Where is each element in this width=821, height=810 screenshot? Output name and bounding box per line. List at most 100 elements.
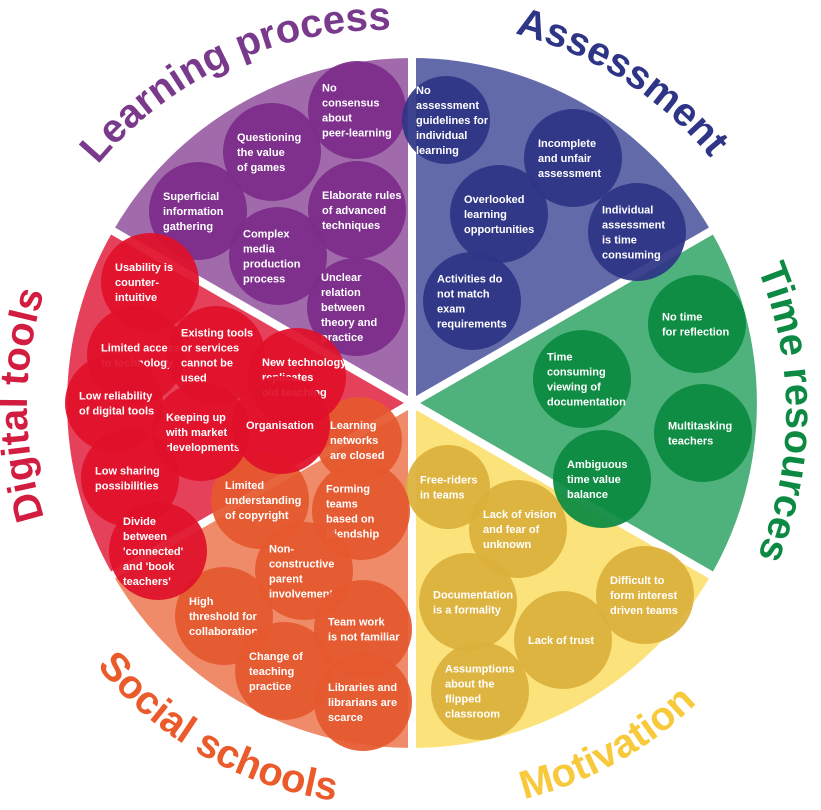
bubble-circle bbox=[235, 622, 333, 720]
bubble-circle bbox=[533, 330, 631, 428]
bubble-motivation-4: Lack of trust bbox=[514, 591, 612, 689]
bubble-circle bbox=[314, 580, 412, 678]
bubble-circle bbox=[423, 252, 521, 350]
bubble-circle bbox=[223, 103, 321, 201]
bubble-circle bbox=[648, 275, 746, 373]
bubble-circle bbox=[211, 451, 309, 549]
label-digital-tools: Digital tools bbox=[0, 283, 53, 527]
bubble-circle bbox=[316, 397, 402, 483]
bubble-circle bbox=[308, 61, 406, 159]
bubble-circle bbox=[232, 376, 330, 474]
bubble-circle bbox=[588, 183, 686, 281]
bubble-text: Lack of trust bbox=[528, 635, 594, 647]
bubble-circle bbox=[469, 480, 567, 578]
bubble-circle bbox=[65, 354, 163, 452]
bubble-circle bbox=[149, 162, 247, 260]
bubble-circle bbox=[314, 653, 412, 751]
bubble-circle bbox=[524, 109, 622, 207]
bubble-circle bbox=[307, 258, 405, 356]
bubble-circle bbox=[308, 161, 406, 259]
bubble-circle bbox=[431, 642, 529, 740]
bubble-circle bbox=[406, 445, 490, 529]
bubble-circle bbox=[167, 306, 265, 404]
bubble-circle bbox=[514, 591, 612, 689]
bubble-circle bbox=[109, 502, 207, 600]
bubble-circle bbox=[419, 553, 517, 651]
bubble-circle bbox=[402, 76, 490, 164]
bubble-circle bbox=[152, 383, 250, 481]
bubble-circle bbox=[101, 233, 199, 331]
bubble-circle bbox=[229, 207, 327, 305]
bubble-circle bbox=[450, 165, 548, 263]
bubble-circle bbox=[553, 430, 651, 528]
label-time-resources: Time resources bbox=[749, 256, 821, 569]
bubble-circle bbox=[596, 546, 694, 644]
bubble-digital-tools-6: Organisation bbox=[232, 376, 330, 474]
